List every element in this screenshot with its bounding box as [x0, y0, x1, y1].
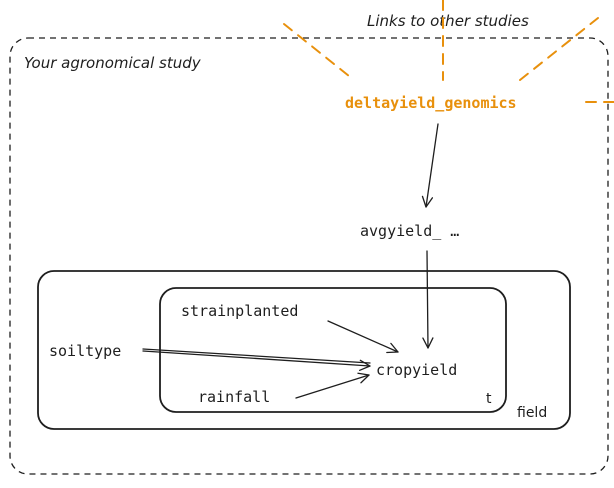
node-rainfall: rainfall [198, 388, 270, 406]
node-avgyield: avgyield_ … [360, 222, 459, 240]
node-soiltype: soiltype [49, 342, 121, 360]
links-label: Links to other studies [367, 12, 529, 30]
link-line-left [283, 23, 355, 81]
plate-t-label: t [486, 391, 492, 407]
edge-soiltype-cropyield [142, 350, 371, 371]
study-boundary [9, 37, 609, 475]
study-label: Your agronomical study [24, 54, 202, 72]
edge-avgyield-cropyield [422, 250, 434, 349]
edge-rainfall-cropyield [295, 372, 370, 399]
plate-field-label: field [517, 405, 547, 421]
node-cropyield: cropyield [376, 361, 457, 379]
node-strainplanted: strainplanted [181, 302, 298, 320]
edges [142, 123, 439, 399]
edge-deltayield-avgyield [421, 123, 439, 208]
edge-strainplanted-cropyield [327, 320, 399, 354]
node-deltayield-genomics: deltayield_genomics [345, 94, 517, 112]
link-line-right [519, 17, 599, 81]
plate-field [37, 270, 571, 430]
edge-soiltype-cropyield-sketch [142, 348, 371, 364]
external-links [283, 0, 614, 103]
